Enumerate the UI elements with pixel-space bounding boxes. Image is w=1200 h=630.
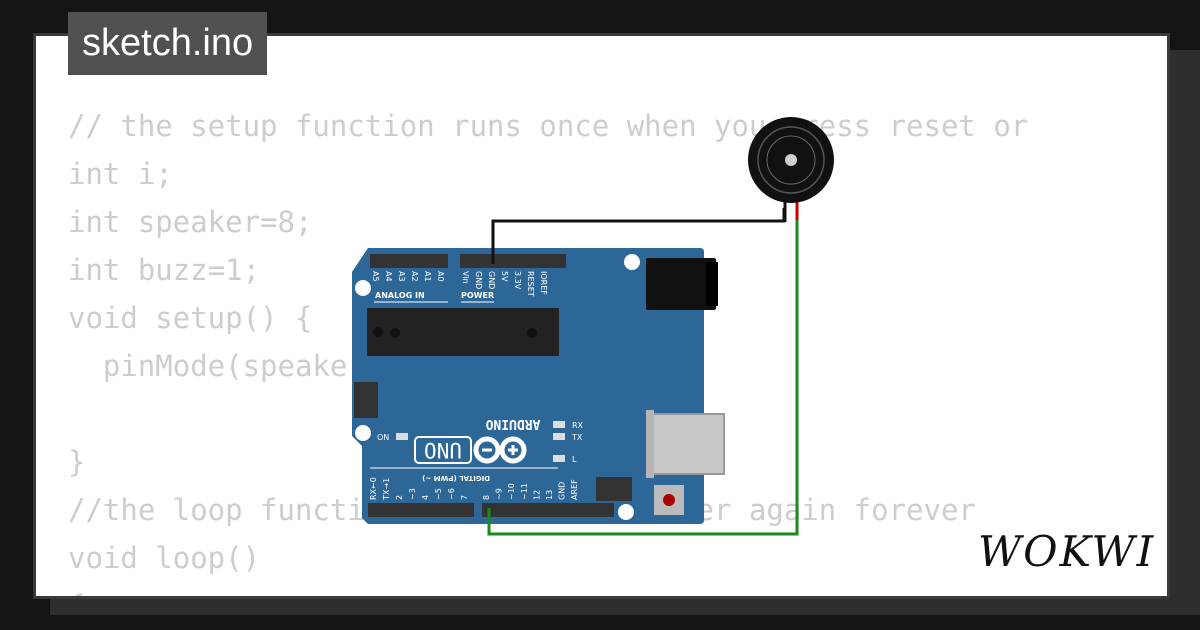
- pin-label: A2: [410, 271, 419, 282]
- mounting-hole: [355, 425, 371, 441]
- board-brand-label: ARDUINO: [485, 416, 540, 431]
- pin-label: ~11: [520, 483, 529, 500]
- digital-pin-header-low: [368, 503, 474, 517]
- power-header-label: POWER: [461, 291, 494, 300]
- pin-label: RX←0: [369, 477, 378, 500]
- power-jack: [646, 258, 716, 310]
- mounting-hole: [355, 280, 371, 296]
- pin-label: 2: [395, 495, 404, 500]
- pin-label: 7: [460, 495, 469, 500]
- pin-label: A5: [371, 271, 380, 282]
- on-led-label: ON: [377, 433, 389, 442]
- pin-label: 8: [482, 495, 491, 500]
- on-led: [396, 433, 408, 440]
- icsp-header: [354, 382, 632, 501]
- arduino-logo: [414, 436, 527, 464]
- piezo-buzzer[interactable]: [748, 117, 834, 203]
- wokwi-logo: WOKWI: [978, 527, 1156, 576]
- pin-label: 4: [421, 495, 430, 500]
- code-line: void loop(): [68, 541, 261, 575]
- pin-label: GND: [558, 482, 567, 500]
- code-line: int i;: [68, 157, 173, 191]
- pin-label: TX→1: [382, 478, 391, 501]
- tx-label: TX: [571, 433, 583, 442]
- pin-label: A1: [423, 271, 432, 282]
- pin-label: ~3: [408, 488, 417, 500]
- pin-label: ~10: [507, 483, 516, 500]
- pin-label: 5V: [500, 271, 509, 282]
- code-line: void setup() {: [68, 301, 313, 335]
- code-line: // the setup function runs once when you…: [68, 109, 1029, 143]
- pin-label: Vin: [461, 271, 470, 284]
- pin-label: 12: [532, 490, 541, 500]
- pin-label: ~6: [447, 488, 456, 500]
- digital-header-label: DIGITAL (PWM ~): [422, 474, 490, 482]
- pin-label: IOREF: [539, 271, 548, 295]
- code-line: {: [68, 582, 1028, 596]
- pin-label: GND: [474, 271, 483, 289]
- file-tab[interactable]: sketch.ino: [68, 12, 268, 75]
- board-model-label: UNO: [424, 438, 462, 462]
- analog-header-label: ANALOG IN: [375, 291, 425, 300]
- pin-label: ~5: [434, 488, 443, 500]
- arduino-uno-board[interactable]: UNO ARDUINO ON RX TX L ANALOG IN POWER D…: [352, 248, 725, 524]
- mounting-hole: [618, 504, 634, 520]
- code-line: }: [68, 445, 86, 479]
- rx-label: RX: [572, 421, 584, 430]
- pin-label: AREF: [570, 479, 579, 500]
- usb-port: [649, 413, 725, 475]
- wire-signal-green[interactable]: [487, 218, 799, 536]
- pin-label: ~9: [495, 488, 504, 500]
- code-line: int speaker=8;: [68, 205, 313, 239]
- analog-pin-header: [370, 254, 448, 268]
- power-pin-header: [460, 254, 566, 268]
- pin-label: 13: [545, 490, 554, 500]
- tx-led: [553, 433, 565, 440]
- rx-led: [553, 421, 565, 428]
- pin-label: 3.3V: [513, 271, 522, 290]
- code-line: int buzz=1;: [68, 253, 261, 287]
- digital-pin-header-high: [482, 503, 614, 517]
- l-led: [553, 455, 565, 462]
- l-label: L: [572, 455, 577, 464]
- pin-label: A3: [397, 271, 406, 282]
- pin-label: A0: [436, 271, 445, 282]
- pin-label: A4: [384, 271, 393, 282]
- pin-label: GND: [487, 271, 496, 289]
- mounting-hole: [624, 254, 640, 270]
- pin-label: RESET: [526, 271, 535, 297]
